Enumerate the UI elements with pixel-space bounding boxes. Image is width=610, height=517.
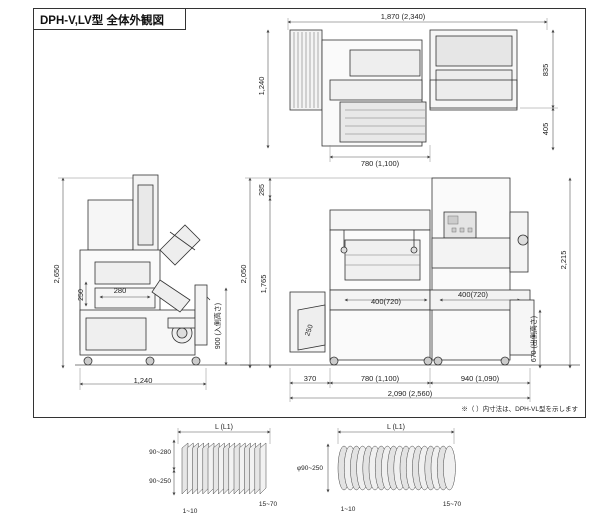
- front-height-total-label: 2,050: [239, 265, 248, 284]
- top-height-right-lower-label: 405: [541, 123, 550, 136]
- product-left-thickness-label: 15~70: [259, 501, 278, 508]
- drawing-frame: [33, 8, 586, 418]
- product-right-length-label: L (L1): [387, 424, 405, 431]
- side-view: [58, 174, 260, 390]
- title-box: DPH-V,LV型 全体外観図: [33, 8, 186, 30]
- product-right-diameter-label: φ90~250: [297, 465, 323, 472]
- front-right-height-label: 2,215: [559, 251, 568, 270]
- product-slice: [259, 442, 267, 495]
- top-height-left-label: 1,240: [257, 77, 266, 96]
- front-inner-left-label: 400(720): [371, 297, 402, 306]
- product-slices: [181, 442, 267, 495]
- product-discs: [337, 445, 456, 491]
- front-inner-right-label: 400(720): [458, 290, 489, 299]
- product-left-height-top-label: 90~280: [149, 449, 171, 456]
- product-left-gap-label: 1~10: [183, 508, 198, 515]
- product-right: [326, 428, 455, 493]
- front-top-offset-label: 285: [259, 184, 266, 196]
- side-width-label: 1,240: [134, 376, 153, 385]
- product-right-thickness-label: 15~70: [443, 501, 462, 508]
- front-dim-370-label: 370: [304, 374, 317, 383]
- front-dim-780-label: 780 (1,100): [361, 374, 400, 383]
- front-view: [240, 177, 580, 402]
- product-left-height-side-label: 90~250: [149, 478, 171, 485]
- side-inner-width-label: 280: [114, 286, 127, 295]
- top-width-label: 1,870 (2,340): [381, 12, 426, 21]
- product-right-gap-label: 1~10: [341, 506, 356, 513]
- front-height-body-label: 1,765: [259, 275, 268, 294]
- product-left: [172, 428, 271, 496]
- front-outlet-height-label: 670 (出側高さ): [529, 316, 538, 362]
- side-inlet-height-label: 900 (入側高さ): [213, 303, 222, 349]
- side-total-height-label: 2,650: [52, 265, 61, 284]
- top-height-right-upper-label: 835: [541, 64, 550, 77]
- top-view: [266, 18, 558, 162]
- side-inner-height-label: 250: [78, 289, 85, 301]
- top-bottom-width-label: 780 (1,100): [361, 159, 400, 168]
- model-note: ※（ ）内寸法は、DPH-VL型を示します: [461, 404, 578, 413]
- drum-label: 250: [304, 324, 315, 337]
- front-dim-940-label: 940 (1,090): [461, 374, 500, 383]
- product-left-length-label: L (L1): [215, 424, 233, 431]
- front-dim-total-label: 2,090 (2,560): [388, 389, 433, 398]
- drawing-title: DPH-V,LV型 全体外観図: [40, 15, 164, 27]
- product-disc: [443, 445, 456, 491]
